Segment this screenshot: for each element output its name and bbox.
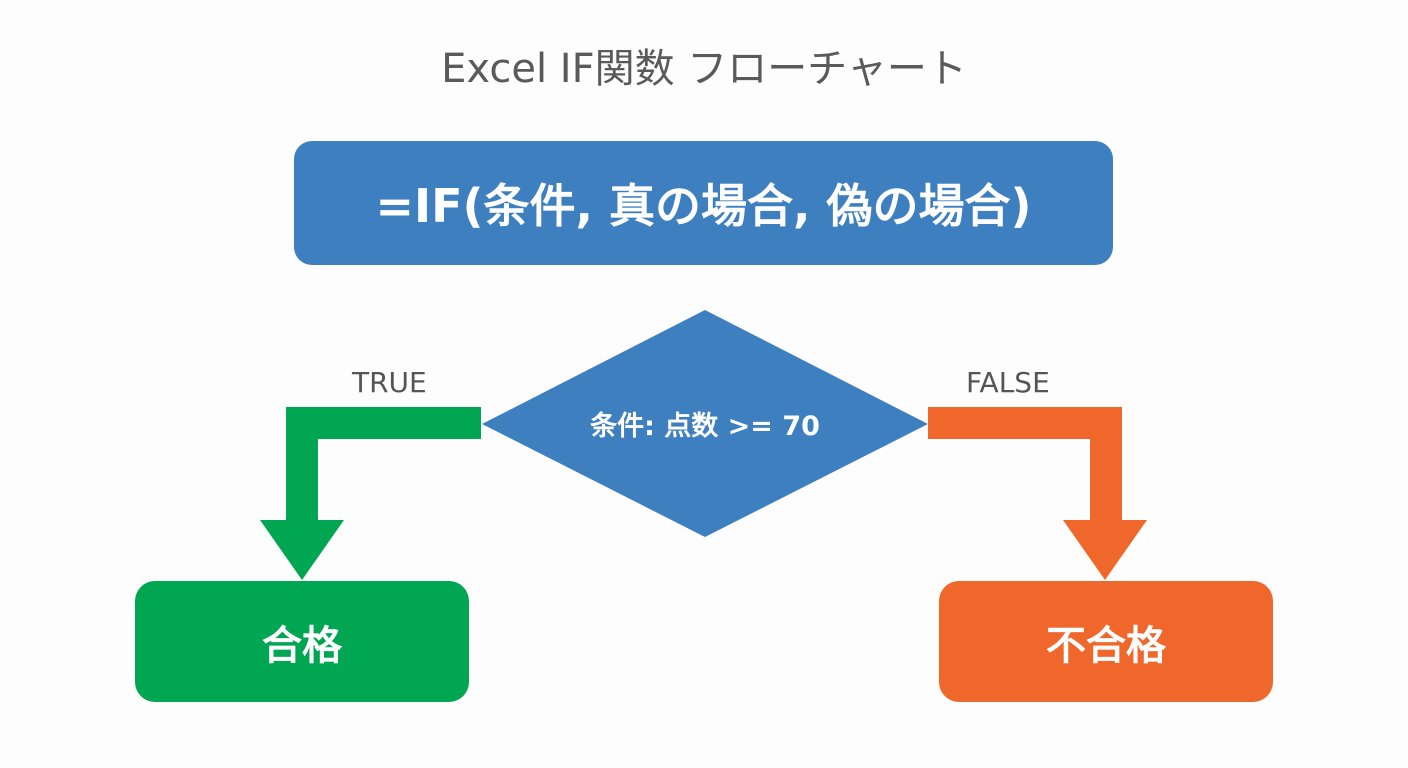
formula-box: =IF(条件, 真の場合, 偽の場合) xyxy=(294,141,1113,265)
false-label: FALSE xyxy=(966,366,1050,399)
decision-diamond xyxy=(482,310,928,537)
false-branch-arrow xyxy=(928,407,1147,580)
page-title: Excel IF関数 フローチャート xyxy=(441,46,967,92)
result-fail-text: 不合格 xyxy=(1046,622,1166,669)
result-fail-box: 不合格 xyxy=(939,581,1273,702)
result-pass-text: 合格 xyxy=(262,622,342,669)
decision-text: 条件: 点数 >= 70 xyxy=(590,411,820,442)
true-label: TRUE xyxy=(352,366,427,399)
formula-text: =IF(条件, 真の場合, 偽の場合) xyxy=(375,179,1032,233)
true-branch-arrow xyxy=(260,407,481,580)
result-pass-box: 合格 xyxy=(135,581,469,702)
